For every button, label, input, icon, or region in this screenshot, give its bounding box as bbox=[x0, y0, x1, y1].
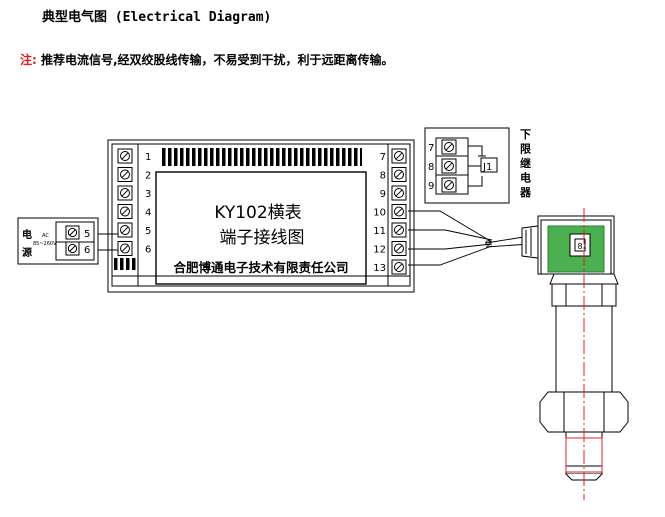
screw-terminal bbox=[441, 139, 457, 155]
screw-terminal bbox=[441, 158, 457, 174]
relay-terminals: 7 8 9 bbox=[428, 139, 457, 193]
relay-coil-label: J1 bbox=[482, 162, 492, 173]
company-name: 合肥博通电子技术有限责任公司 bbox=[173, 260, 348, 275]
terminal-number-right: 10 bbox=[373, 208, 386, 219]
wiring-note: 注: 推荐电流信号,经双绞股线传输，不易受到干扰，利于远距离传输。 bbox=[20, 51, 394, 68]
screw-terminal bbox=[117, 185, 133, 201]
screw-terminal bbox=[117, 148, 133, 164]
screw-terminal bbox=[117, 167, 133, 182]
meter-subtitle: 端子接线图 bbox=[220, 228, 305, 248]
terminal-number-left: 4 bbox=[145, 208, 151, 219]
terminal-number-right: 12 bbox=[373, 245, 386, 256]
terminal-number-right: 11 bbox=[373, 226, 386, 237]
screw-terminal bbox=[117, 241, 133, 256]
power-label-top: 电 bbox=[22, 228, 32, 241]
sensor-label: 8 bbox=[577, 242, 582, 251]
screw-terminal bbox=[391, 148, 407, 164]
screw-terminal bbox=[391, 259, 407, 275]
relay-coil bbox=[480, 157, 498, 173]
screw-terminal bbox=[65, 241, 80, 256]
power-terminal-number: 5 bbox=[84, 229, 90, 240]
relay-terminal-number: 8 bbox=[428, 162, 434, 173]
relay-block: 7 8 9 J1 bbox=[424, 127, 510, 204]
screw-terminal bbox=[391, 222, 407, 238]
relay-caption-char: 继 bbox=[520, 156, 531, 170]
screw-terminal bbox=[117, 222, 133, 238]
right-terminal-block: 7 8 9 10 11 12 13 bbox=[373, 148, 407, 275]
terminal-number-right: 9 bbox=[380, 189, 386, 200]
thread-outline bbox=[565, 437, 603, 473]
terminal-number-left: 1 bbox=[145, 152, 151, 163]
terminal-number-left: 6 bbox=[145, 245, 151, 256]
terminal-number-right: 13 bbox=[373, 263, 386, 274]
relay-caption-char: 限 bbox=[520, 142, 531, 156]
terminal-number-left: 3 bbox=[145, 189, 151, 200]
screw-terminal bbox=[391, 241, 407, 256]
power-voltage: 85~260V bbox=[33, 241, 57, 247]
screw-terminal bbox=[117, 204, 133, 219]
terminal-number-left: 5 bbox=[145, 226, 151, 237]
bottom-vent-slats bbox=[112, 258, 138, 270]
screw-terminal bbox=[391, 167, 407, 182]
power-ac-label: AC bbox=[42, 233, 49, 239]
meter-model: KY102横表 bbox=[214, 203, 301, 223]
left-terminal-block: 1 2 3 4 5 6 bbox=[117, 148, 151, 256]
signal-wiring bbox=[408, 210, 531, 266]
terminal-number-left: 2 bbox=[145, 171, 151, 182]
screw-terminal bbox=[391, 185, 407, 201]
terminal-number-right: 7 bbox=[380, 152, 386, 163]
screw-terminal bbox=[65, 225, 80, 240]
power-supply-block: 电 源 AC 85~260V 56 bbox=[17, 217, 118, 265]
relay-wiring bbox=[468, 145, 491, 187]
note-label: 注: bbox=[20, 53, 37, 67]
terminal-number-right: 8 bbox=[380, 171, 386, 182]
diagram-heading: 典型电气图 (Electrical Diagram) bbox=[42, 10, 272, 25]
relay-terminal-number: 7 bbox=[428, 143, 434, 154]
power-terminal-number: 6 bbox=[84, 245, 90, 256]
top-vent-slats bbox=[160, 148, 362, 166]
note-text: 推荐电流信号,经双绞股线传输，不易受到干扰，利于远距离传输。 bbox=[41, 53, 394, 67]
power-label-bottom: 源 bbox=[22, 246, 32, 259]
relay-caption-char: 下 bbox=[520, 128, 531, 141]
relay-caption-char: 器 bbox=[519, 186, 532, 199]
screw-terminal bbox=[441, 177, 457, 193]
pressure-transmitter: 8 bbox=[521, 215, 629, 481]
relay-terminal-number: 9 bbox=[428, 181, 434, 192]
relay-caption-char: 电 bbox=[520, 171, 531, 185]
power-terminals: 56 bbox=[65, 225, 90, 256]
screw-terminal bbox=[391, 204, 407, 219]
